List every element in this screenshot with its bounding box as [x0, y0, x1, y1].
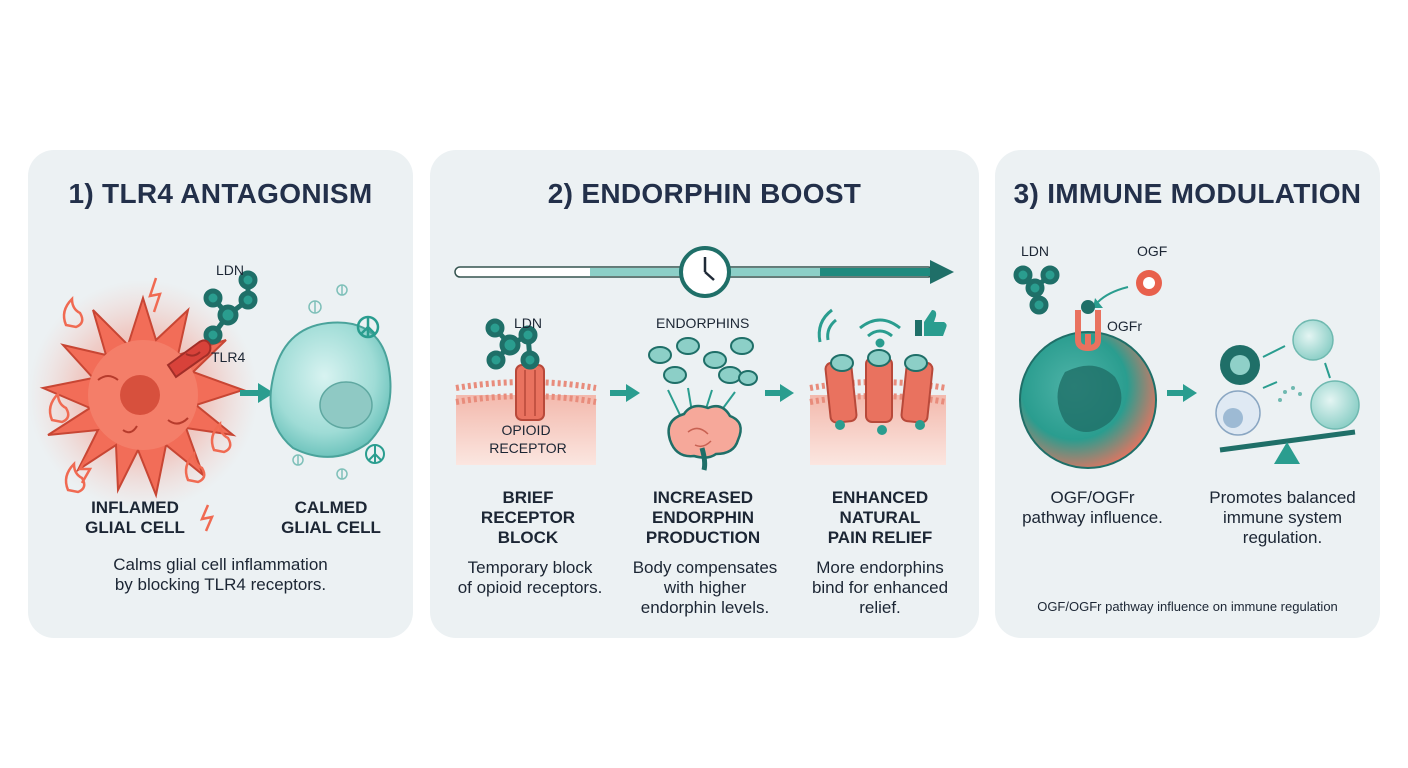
panel1-description: Calms glial cell inflammation by blockin…	[48, 555, 393, 595]
regulation-description-text: Promotes balanced immune system regulati…	[1209, 488, 1356, 547]
panel-tlr4-antagonism: 1) TLR4 ANTAGONISM	[28, 150, 413, 638]
arrow-icon	[1093, 286, 1129, 308]
ldn-molecule	[1013, 265, 1060, 315]
step3-description: More endorphins bind for enhanced relief…	[800, 558, 960, 618]
step3-caption: ENHANCED NATURAL PAIN RELIEF	[810, 488, 950, 548]
endorphin-molecules	[648, 337, 758, 386]
membrane-step1	[455, 364, 597, 465]
peace-icon	[292, 284, 385, 480]
fire-icon	[48, 295, 232, 494]
ogf-label: OGF	[1137, 243, 1167, 259]
inflamed-caption-text: INFLAMED GLIAL CELL	[85, 498, 185, 537]
lightning-icon	[77, 277, 215, 532]
tlr4-illustration: LDN TLR4	[28, 262, 392, 532]
step2-description: Body compensates with higher endorphin l…	[620, 558, 790, 618]
calmed-caption: CALMED GLIAL CELL	[276, 498, 386, 538]
panel-title: 2) ENDORPHIN BOOST	[547, 178, 862, 209]
step1-description-text: Temporary block of opioid receptors.	[457, 558, 603, 597]
step2-caption: INCREASED ENDORPHIN PRODUCTION	[628, 488, 778, 548]
clock-icon	[679, 246, 731, 298]
ogfr-label: OGFr	[1107, 318, 1142, 334]
arrow-icon	[610, 384, 640, 402]
panel-title: 3) IMMUNE MODULATION	[1013, 178, 1362, 209]
regulation-description: Promotes balanced immune system regulati…	[1195, 488, 1370, 548]
calmed-caption-text: CALMED GLIAL CELL	[281, 498, 381, 537]
pathway-description: OGF/OGFr pathway influence.	[1015, 488, 1170, 528]
signal-icon	[817, 308, 901, 348]
ogf-molecule	[1136, 270, 1162, 296]
ogfr-receptor	[1075, 300, 1101, 352]
step2-caption-text: INCREASED ENDORPHIN PRODUCTION	[645, 488, 761, 547]
panel-endorphin-boost: 2) ENDORPHIN BOOST	[430, 150, 979, 638]
seesaw-icon	[1219, 429, 1356, 464]
step3-caption-text: ENHANCED NATURAL PAIN RELIEF	[827, 488, 933, 547]
panel-title: 1) TLR4 ANTAGONISM	[68, 178, 373, 209]
receptor-label-line2: RECEPTOR	[489, 440, 567, 456]
pathway-description-text: OGF/OGFr pathway influence.	[1022, 488, 1163, 527]
arrow-icon	[765, 384, 794, 402]
immune-illustration: LDN OGF OGFr	[1013, 243, 1360, 469]
brain-icon	[667, 404, 742, 471]
step1-description: Temporary block of opioid receptors.	[440, 558, 620, 598]
panel1-description-text: Calms glial cell inflammation by blockin…	[113, 555, 328, 594]
step1-caption-text: BRIEF RECEPTOR BLOCK	[480, 488, 576, 547]
endorphins-label: ENDORPHINS	[656, 315, 749, 331]
arrow-icon	[1167, 384, 1197, 402]
step1-caption: BRIEF RECEPTOR BLOCK	[468, 488, 588, 548]
arrow-icon	[240, 383, 274, 403]
tlr4-label: TLR4	[211, 349, 245, 365]
immune-cells-network	[1215, 319, 1360, 436]
ldn-molecule	[203, 270, 258, 345]
thumbs-up-icon	[915, 310, 947, 336]
panel3-footnote: OGF/OGFr pathway influence on immune reg…	[1037, 599, 1338, 614]
calmed-glial-cell	[269, 321, 392, 458]
tlr4-receptor	[166, 339, 212, 379]
ldn-label: LDN	[216, 262, 244, 278]
inflamed-caption: INFLAMED GLIAL CELL	[80, 498, 190, 538]
ldn-molecule	[485, 318, 540, 370]
immune-cell	[1019, 331, 1157, 469]
receptor-label-line1: OPIOID	[502, 422, 551, 438]
panel-immune-modulation: 3) IMMUNE MODULATION LDN OGF	[995, 150, 1380, 638]
membrane-step3	[809, 349, 947, 465]
inflamed-glial-cell	[28, 280, 258, 510]
step3-description-text: More endorphins bind for enhanced relief…	[811, 558, 949, 617]
endorphin-illustration: LDN OPIOID RECEPTOR ENDORPHINS	[454, 246, 954, 471]
ldn-label: LDN	[514, 315, 542, 331]
opioid-receptor-label: OPIOID RECEPTOR	[489, 422, 567, 456]
step2-description-text: Body compensates with higher endorphin l…	[632, 558, 778, 617]
ldn-label: LDN	[1021, 243, 1049, 259]
